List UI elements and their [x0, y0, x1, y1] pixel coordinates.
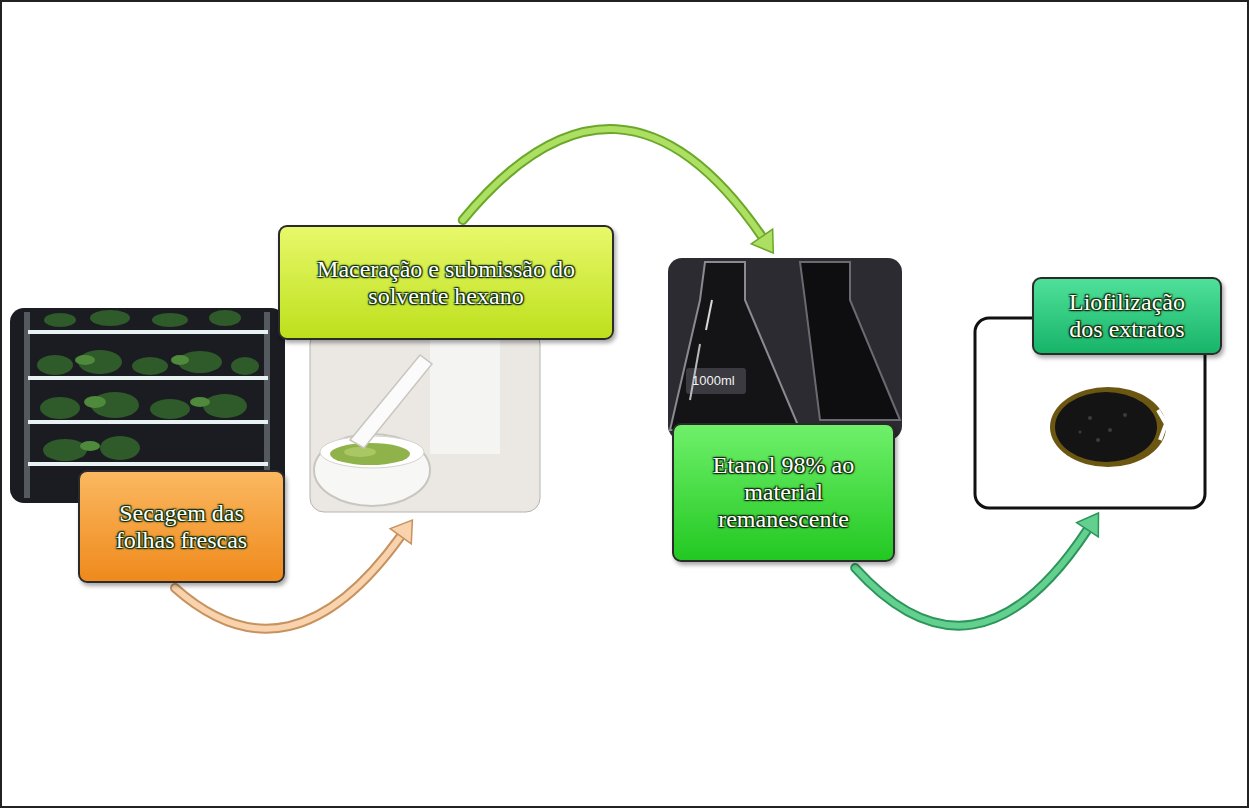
step-label-box: Liofilização dos extratos	[1032, 277, 1222, 355]
process-step: Maceração e submissão do solvente hexano	[278, 225, 614, 515]
arrow-body	[463, 129, 762, 237]
arrow-head	[1077, 513, 1099, 537]
arrow-head	[390, 520, 412, 544]
step-text: Secagem das folhas frescas	[92, 500, 272, 554]
arrow-body	[463, 129, 762, 237]
process-step: Liofilização dos extratos	[975, 277, 1222, 508]
mortar-photo	[310, 330, 540, 512]
process-step: Secagem das folhas frescas	[10, 308, 285, 583]
flask-volume-mark: 1000ml	[692, 373, 735, 388]
step-label-box: Etanol 98% ao material remanescente	[672, 423, 895, 562]
process-step: Etanol 98% ao material remanescente	[668, 258, 902, 563]
step-label-box: Maceração e submissão do solvente hexano	[278, 225, 614, 340]
flask-photo	[668, 258, 902, 440]
step-text: Etanol 98% ao material remanescente	[689, 452, 879, 533]
step-label-box: Secagem das folhas frescas	[78, 470, 285, 583]
step-text: Maceração e submissão do solvente hexano	[291, 256, 601, 310]
arrow-head	[751, 229, 773, 253]
step-text: Liofilização dos extratos	[1052, 289, 1202, 343]
